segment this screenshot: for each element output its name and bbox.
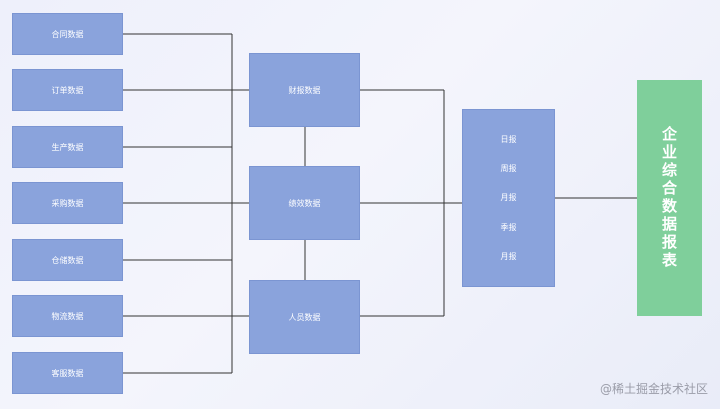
source-box-production: 生产数据 xyxy=(12,126,123,168)
source-label: 采购数据 xyxy=(51,198,84,208)
source-label: 客服数据 xyxy=(51,368,84,378)
period-label-daily: 日报 xyxy=(500,135,517,145)
middle-box-performance: 绩效数据 xyxy=(249,166,360,240)
period-label-weekly: 周报 xyxy=(500,164,517,174)
source-label: 仓储数据 xyxy=(51,255,84,265)
middle-label: 财报数据 xyxy=(288,85,321,95)
source-box-procurement: 采购数据 xyxy=(12,182,123,224)
source-label: 物流数据 xyxy=(51,311,84,321)
source-box-order: 订单数据 xyxy=(12,69,123,111)
final-report-label: 企业综合数据报表 xyxy=(660,126,678,270)
source-box-contract: 合同数据 xyxy=(12,13,123,55)
source-label: 生产数据 xyxy=(51,142,84,152)
period-label-monthly: 月报 xyxy=(500,193,517,203)
source-box-logistics: 物流数据 xyxy=(12,295,123,337)
period-reports-box: 日报 周报 月报 季报 月报 xyxy=(462,109,555,287)
middle-label: 人员数据 xyxy=(288,312,321,322)
middle-label: 绩效数据 xyxy=(288,198,321,208)
source-box-customer-service: 客服数据 xyxy=(12,352,123,394)
middle-box-financial: 财报数据 xyxy=(249,53,360,127)
watermark: @稀土掘金技术社区 xyxy=(599,382,708,396)
source-label: 订单数据 xyxy=(51,85,84,95)
source-label: 合同数据 xyxy=(51,29,84,39)
source-box-warehouse: 仓储数据 xyxy=(12,239,123,281)
middle-box-personnel: 人员数据 xyxy=(249,280,360,354)
final-report-box: 企业综合数据报表 xyxy=(637,80,702,316)
period-label-monthly-2: 月报 xyxy=(500,251,517,261)
period-label-quarterly: 季报 xyxy=(500,222,517,232)
